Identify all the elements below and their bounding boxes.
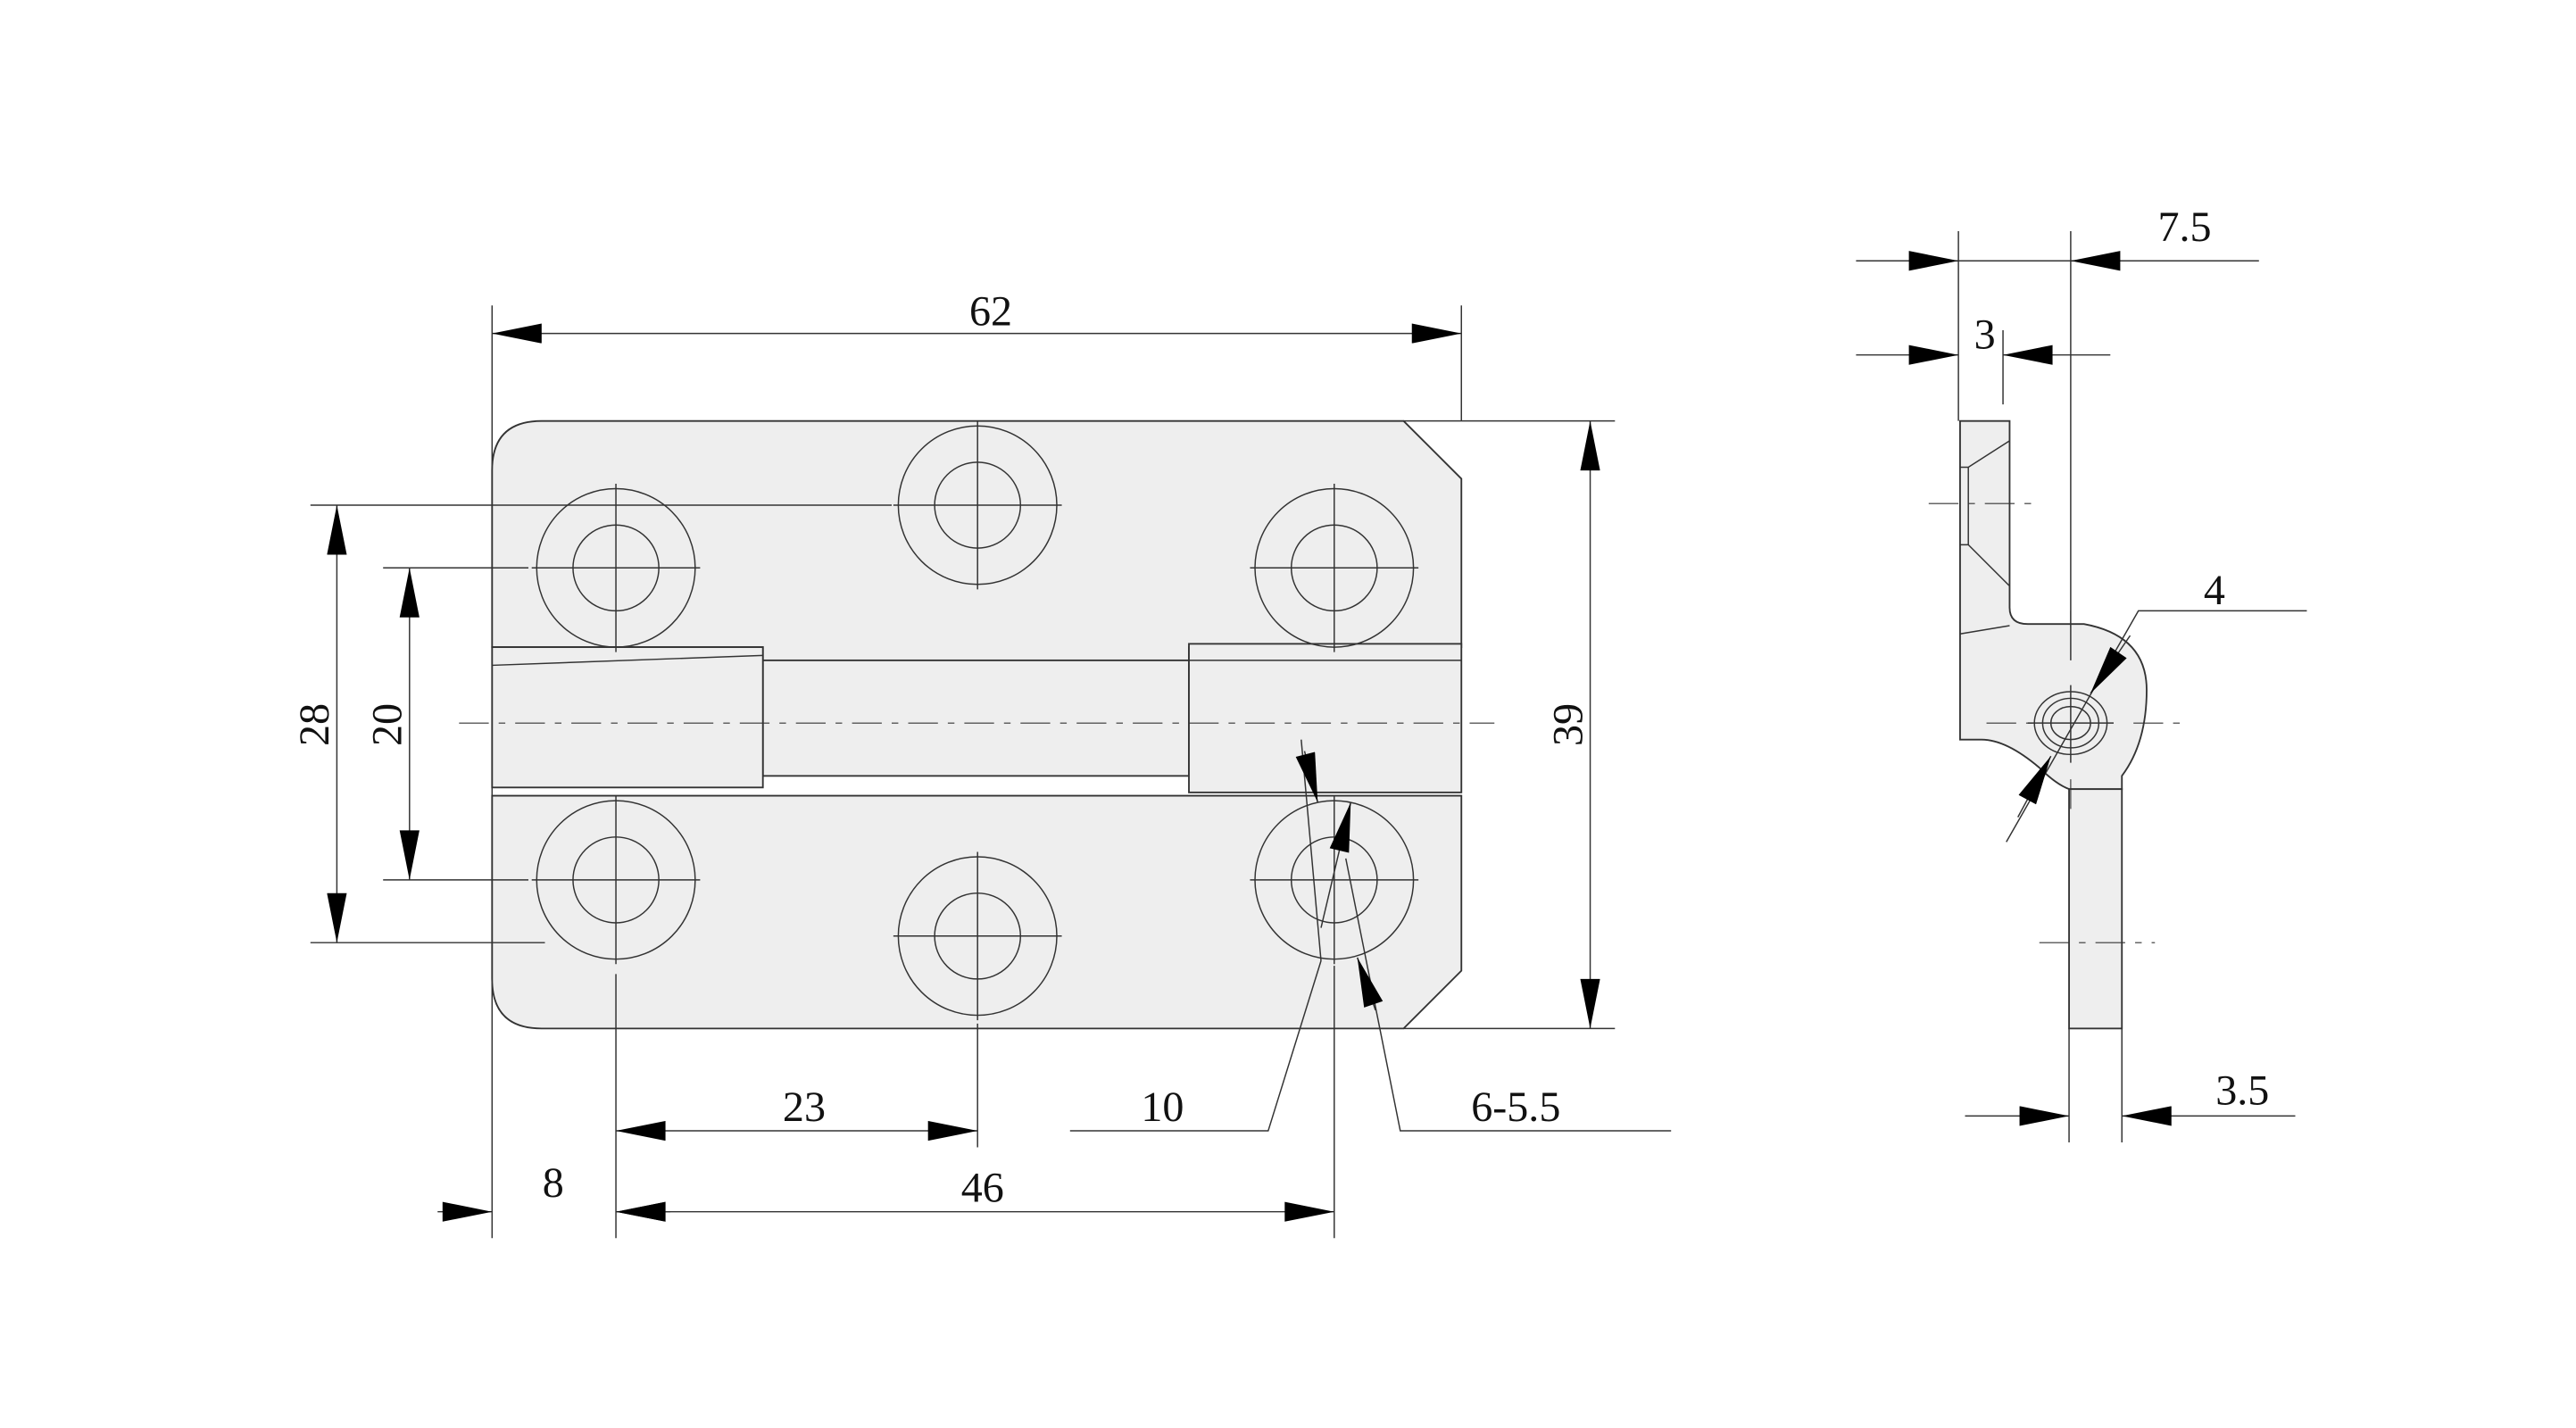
side-profile-upper — [1959, 419, 2148, 791]
dim-pin-dia: 4 — [2204, 567, 2225, 614]
dim-hole-spec: 6-5.5 — [1471, 1083, 1560, 1131]
dim-overall-depth: 7.5 — [2157, 203, 2211, 251]
dim-inner-pitch: 20 — [364, 703, 411, 746]
hinge-knuckle-right — [1188, 643, 1463, 793]
dim-overall-width: 62 — [969, 287, 1012, 335]
front-view: 62 39 28 20 23 46 8 10 6-5.5 — [291, 287, 1672, 1239]
dim-edge-offset: 8 — [543, 1159, 564, 1207]
hinge-knuckle-left — [491, 646, 764, 789]
dim-outer-pitch: 28 — [291, 703, 338, 746]
top-leaf — [491, 419, 1463, 661]
dim-full-pitch: 46 — [961, 1165, 1004, 1212]
dim-counterbore: 10 — [1141, 1083, 1184, 1131]
side-view: 7.5 3 4 3.5 — [1856, 203, 2307, 1142]
dim-overall-height: 39 — [1544, 703, 1591, 746]
dim-leaf-thickness: 3 — [1974, 311, 1996, 358]
dim-half-pitch: 23 — [783, 1083, 826, 1131]
mounting-holes — [531, 420, 1419, 1021]
dim-lower-leaf-thickness: 3.5 — [2215, 1067, 2269, 1114]
bottom-leaf — [491, 794, 1463, 1030]
hinge-knuckle-middle — [761, 659, 1190, 777]
side-profile-lower-leaf — [2068, 788, 2123, 1030]
